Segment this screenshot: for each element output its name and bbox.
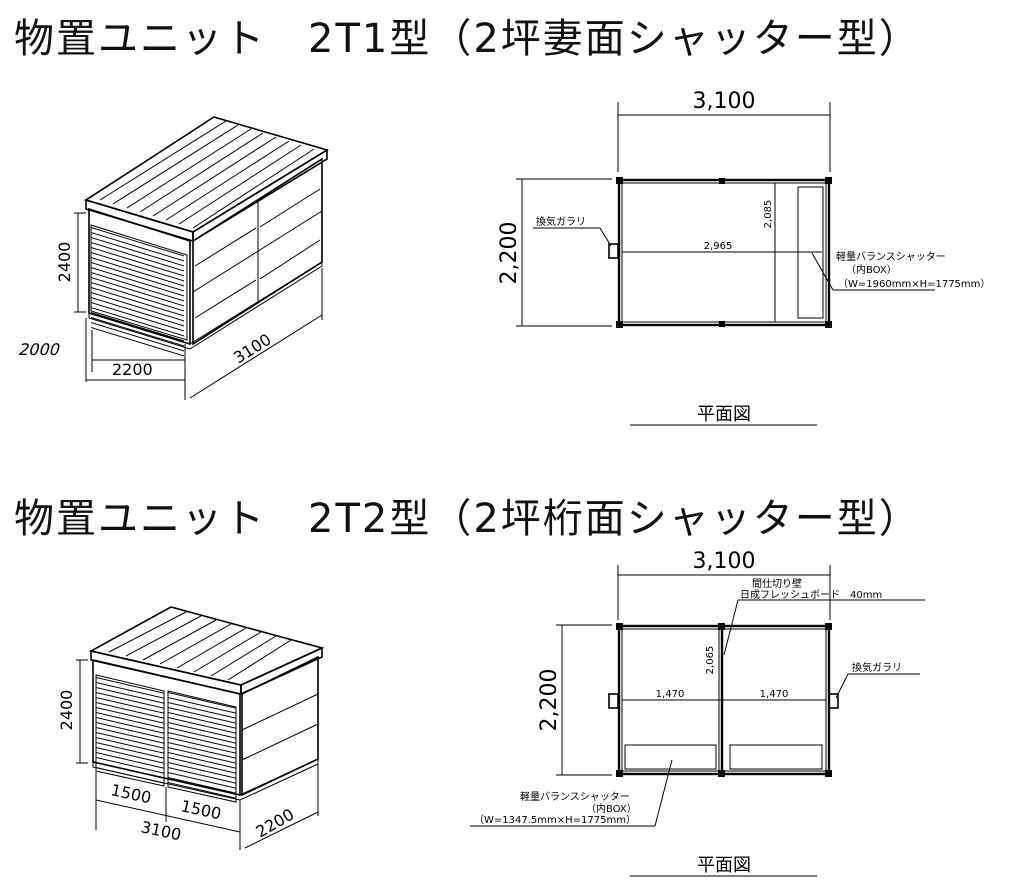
section2-title: 物置ユニット 2T2型（2坪桁面シャッター型） [14, 496, 921, 542]
plan2-shutter-label-1: 軽量バランスシャッター [520, 791, 630, 803]
plan2-inner-depth: 2,065 [705, 646, 716, 675]
plan2-overall-width: 3,100 [693, 549, 756, 574]
iso2-shutter-left-label: 1500 [109, 780, 153, 807]
plan2-shutter-label-2: （内BOX） [586, 802, 637, 815]
section1-title: 物置ユニット 2T1型（2坪妻面シャッター型） [14, 16, 921, 62]
iso1-shutter-width-label: 2000 [17, 340, 63, 359]
plan2-inner-width-left: 1,470 [656, 689, 685, 700]
plan1-overall-depth: 2,200 [497, 222, 522, 285]
iso2-height-label: 2400 [57, 690, 76, 731]
plan-drawing-2t1 [516, 102, 935, 426]
plan1-overall-width: 3,100 [693, 89, 756, 114]
plan2-shutter-label-3: （W=1347.5mm×H=1775mm） [474, 814, 636, 826]
iso-drawing-2t2 [76, 606, 325, 850]
plan2-inner-width-right: 1,470 [760, 689, 789, 700]
iso2-shutter-right-label: 1500 [179, 796, 223, 823]
plan1-inner-depth: 2,085 [763, 200, 774, 229]
plan1-shutter-label-1: 軽量バランスシャッター [836, 251, 946, 263]
iso1-depth-label: 3100 [230, 330, 275, 368]
plan2-overall-depth: 2,200 [537, 669, 562, 732]
iso2-width-label: 3100 [139, 817, 183, 844]
plan1-inner-width: 2,965 [704, 241, 733, 252]
iso1-height-label: 2400 [55, 242, 74, 283]
plan1-vent-label: 換気ガラリ [536, 215, 586, 228]
plan-drawing-2t2 [470, 565, 925, 877]
plan2-caption: 平面図 [697, 855, 751, 876]
plan1-caption: 平面図 [697, 404, 751, 425]
iso-drawing-2t1 [74, 116, 329, 400]
plan1-shutter-label-2: （内BOX） [846, 263, 897, 276]
plan1-shutter-label-3: （W=1960mm×H=1775mm） [838, 278, 990, 290]
plan2-partition-label-2: 日成フレッシュボード 40mm [740, 589, 882, 601]
plan2-vent-label: 換気ガラリ [852, 661, 902, 674]
iso1-width-label: 2200 [112, 360, 153, 379]
iso2-depth-label: 2200 [253, 805, 298, 842]
plan2-partition-label-1: 間仕切り壁 [752, 577, 802, 590]
